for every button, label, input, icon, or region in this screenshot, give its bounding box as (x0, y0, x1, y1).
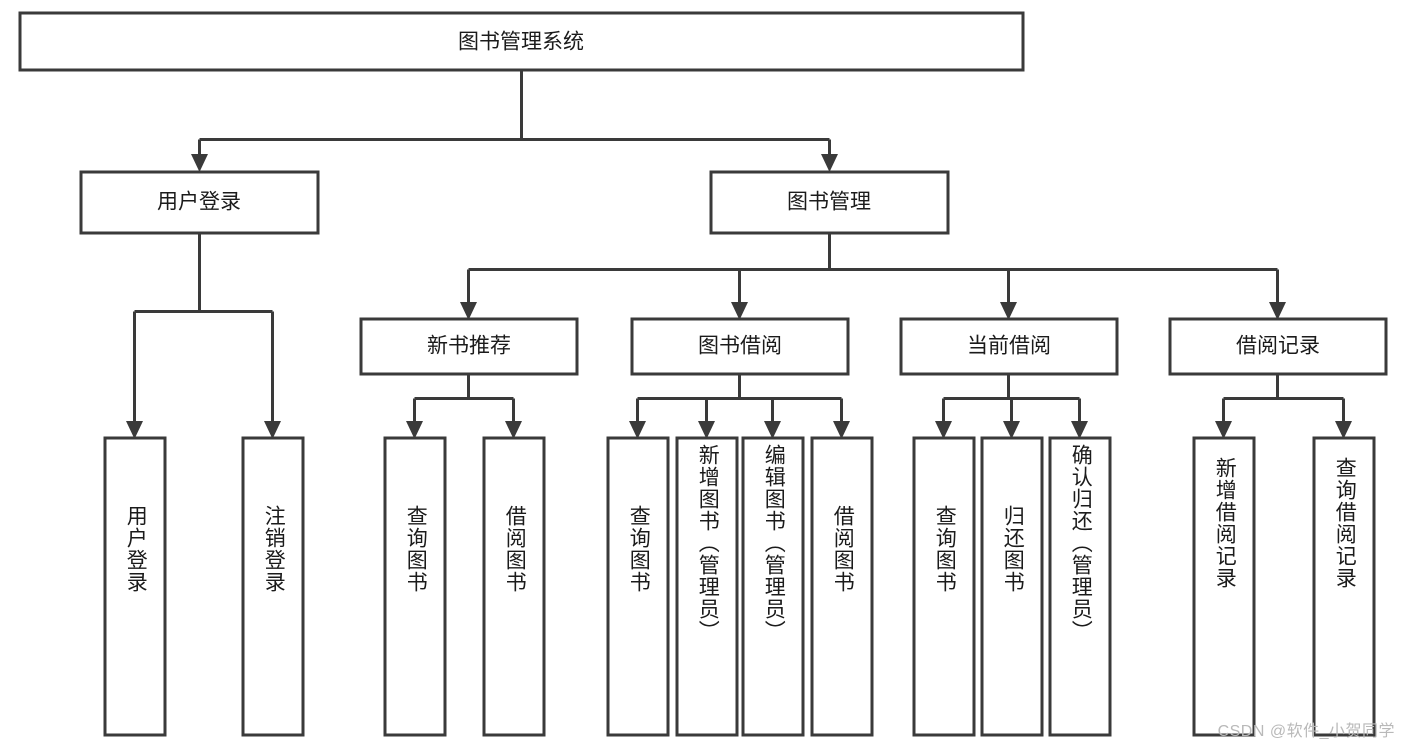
node-leaf-query-book-3-box[interactable] (912, 436, 976, 737)
node-user-login-box[interactable] (79, 170, 320, 235)
node-leaf-query-book-1-box[interactable] (383, 436, 447, 737)
node-book-borrow-box[interactable] (630, 317, 850, 376)
arrowhead-new-book (460, 302, 477, 320)
arrowhead-book-manage (821, 154, 838, 172)
arrowhead-leaf-return-book (1003, 421, 1020, 439)
arrowhead-leaf-query-record (1335, 421, 1352, 439)
arrowhead-leaf-query-book-3 (935, 421, 952, 439)
node-current-borrow-label: 当前借阅 (967, 335, 1051, 358)
arrowhead-leaf-edit-book (764, 421, 781, 439)
node-leaf-query-book-2-box[interactable] (606, 436, 670, 737)
node-book-manage-label: 图书管理 (787, 191, 871, 214)
arrowhead-leaf-query-book-1 (406, 421, 423, 439)
arrowhead-leaf-confirm-return (1071, 421, 1088, 439)
connector-layer (133, 70, 1345, 424)
node-leaf-add-record-box[interactable] (1192, 436, 1256, 737)
arrowhead-leaf-add-book (698, 421, 715, 439)
node-new-book-recommend-label: 新书推荐 (427, 335, 511, 358)
node-leaf-borrow-book-2-box[interactable] (810, 436, 874, 737)
node-leaf-add-book-box[interactable] (675, 436, 739, 737)
node-leaf-logout-box[interactable] (241, 436, 305, 737)
arrowhead-leaf-query-book-2 (629, 421, 646, 439)
node-leaf-borrow-book-1-box[interactable] (482, 436, 546, 737)
arrowhead-layer (126, 154, 1352, 439)
node-leaf-edit-book-box[interactable] (741, 436, 805, 737)
arrowhead-book-borrow (731, 302, 748, 320)
arrowhead-leaf-borrow-book-1 (505, 421, 522, 439)
node-borrow-record-label: 借阅记录 (1236, 335, 1320, 358)
node-layer: 图书管理系统 用户登录 图书管理 新书推荐 图书借阅 当前借阅 借阅记录 (18, 11, 1388, 737)
node-user-login-label: 用户登录 (157, 191, 241, 214)
arrowhead-borrow-record (1269, 302, 1286, 320)
csdn-watermark: CSDN @软件_小贺同学 (1217, 723, 1395, 740)
arrowhead-leaf-user-login (126, 421, 143, 439)
node-root-label: 图书管理系统 (458, 31, 584, 54)
node-leaf-user-login-box[interactable] (103, 436, 167, 737)
node-borrow-record-box[interactable] (1168, 317, 1388, 376)
node-leaf-confirm-return-box[interactable] (1048, 436, 1112, 737)
node-book-manage-box[interactable] (709, 170, 950, 235)
node-leaf-query-record-box[interactable] (1312, 436, 1376, 737)
arrowhead-current-borrow (1000, 302, 1017, 320)
node-root-box[interactable] (18, 11, 1025, 72)
node-book-borrow-label: 图书借阅 (698, 335, 782, 358)
arrowhead-leaf-borrow-book-2 (833, 421, 850, 439)
arrowhead-leaf-add-record (1215, 421, 1232, 439)
arrowhead-user-login (191, 154, 208, 172)
node-leaf-return-book-box[interactable] (980, 436, 1044, 737)
node-new-book-recommend-box[interactable] (359, 317, 579, 376)
arrowhead-leaf-logout (264, 421, 281, 439)
node-current-borrow-box[interactable] (899, 317, 1119, 376)
